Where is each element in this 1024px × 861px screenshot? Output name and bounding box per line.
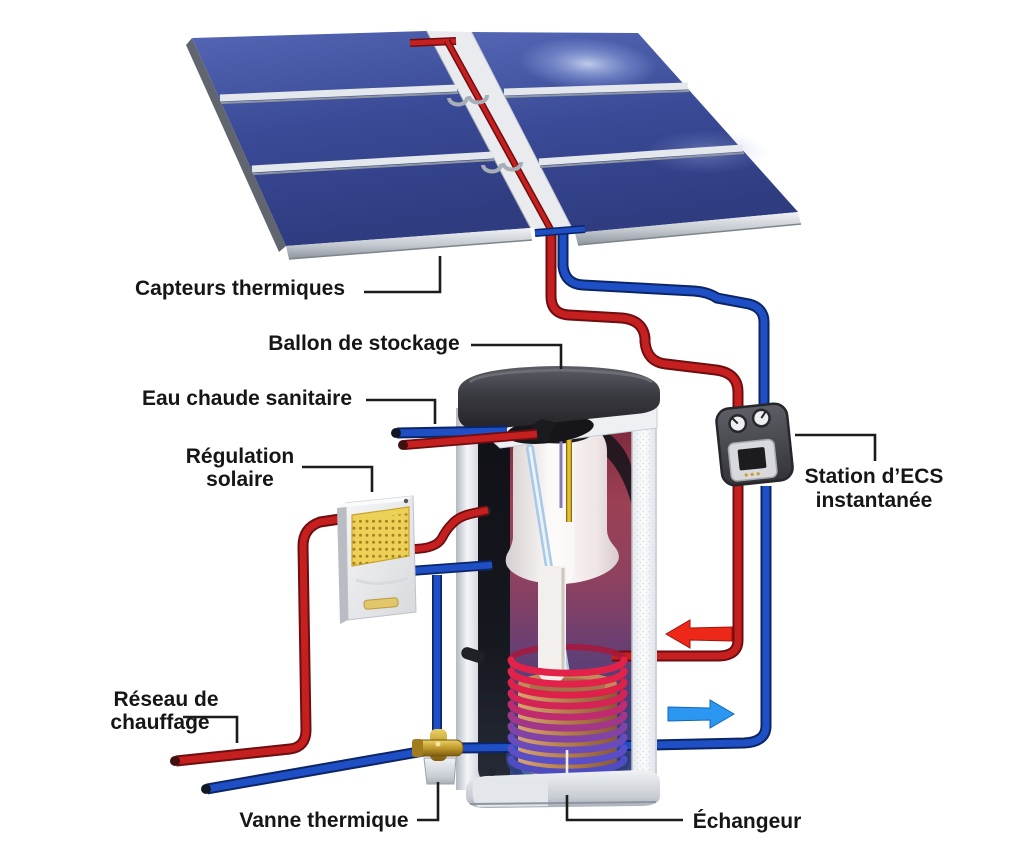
collector-frame-left-edge	[186, 38, 286, 252]
connector-capteurs	[364, 256, 442, 294]
label-station-line1: Station d’ECS	[805, 465, 944, 488]
solar-loop-pipes	[545, 226, 770, 410]
connector-regulation	[302, 465, 374, 492]
dhw-station	[715, 402, 794, 487]
label-station-line2: instantanée	[816, 489, 933, 512]
connector-echangeur	[565, 795, 683, 822]
tank-top-cap	[458, 366, 660, 430]
label-reseau-line2: chauffage	[110, 711, 209, 734]
label-reseau-line1: Réseau de	[113, 688, 218, 711]
collector-pipe-clips	[447, 94, 523, 174]
connector-eau-chaude	[366, 398, 437, 424]
connector-vanne	[417, 782, 440, 822]
label-vanne-thermique: Vanne thermique	[239, 809, 408, 832]
hot-flow-arrow-icon	[665, 619, 733, 649]
station-display	[727, 438, 778, 482]
label-eau-chaude-sanitaire: Eau chaude sanitaire	[142, 387, 352, 410]
label-regulation-line1: Régulation	[186, 445, 295, 468]
dhw-pipes	[391, 419, 558, 450]
tank-base	[466, 770, 660, 808]
tank-shell-left	[456, 408, 481, 790]
label-echangeur: Échangeur	[693, 810, 802, 833]
collector-header-pipe	[409, 37, 555, 232]
thermal-valve	[412, 729, 464, 785]
storage-tank	[456, 366, 772, 808]
left-plumbing	[170, 419, 558, 795]
connector-reseau	[183, 715, 239, 743]
tank-cold-pipe	[409, 560, 493, 740]
tank-insulation-strip	[631, 404, 657, 795]
solar-regulator	[337, 495, 417, 624]
tank-inner-wall	[478, 412, 532, 792]
label-capteurs-thermiques: Capteurs thermiques	[135, 277, 345, 300]
cold-flow-arrow-icon	[667, 699, 735, 729]
regulator-badge	[363, 597, 399, 610]
heat-exchanger-coil	[507, 656, 628, 776]
label-regulation-line2: solaire	[206, 468, 274, 491]
connector-station	[795, 433, 877, 461]
station-gauge-left	[728, 414, 748, 434]
collector-row-dividers	[219, 82, 745, 175]
collector-column-left	[192, 31, 530, 246]
heating-return-hot-pipe	[170, 513, 341, 767]
connector-ballon	[471, 343, 563, 369]
vessel-column	[538, 566, 566, 683]
label-ballon-de-stockage: Ballon de stockage	[268, 332, 459, 355]
label-connectors	[183, 256, 877, 822]
solar-collectors	[186, 30, 802, 260]
tank-bottom-pipes	[458, 484, 772, 754]
station-gauge-right	[751, 408, 771, 428]
heating-supply-cold-pipe	[201, 745, 425, 795]
